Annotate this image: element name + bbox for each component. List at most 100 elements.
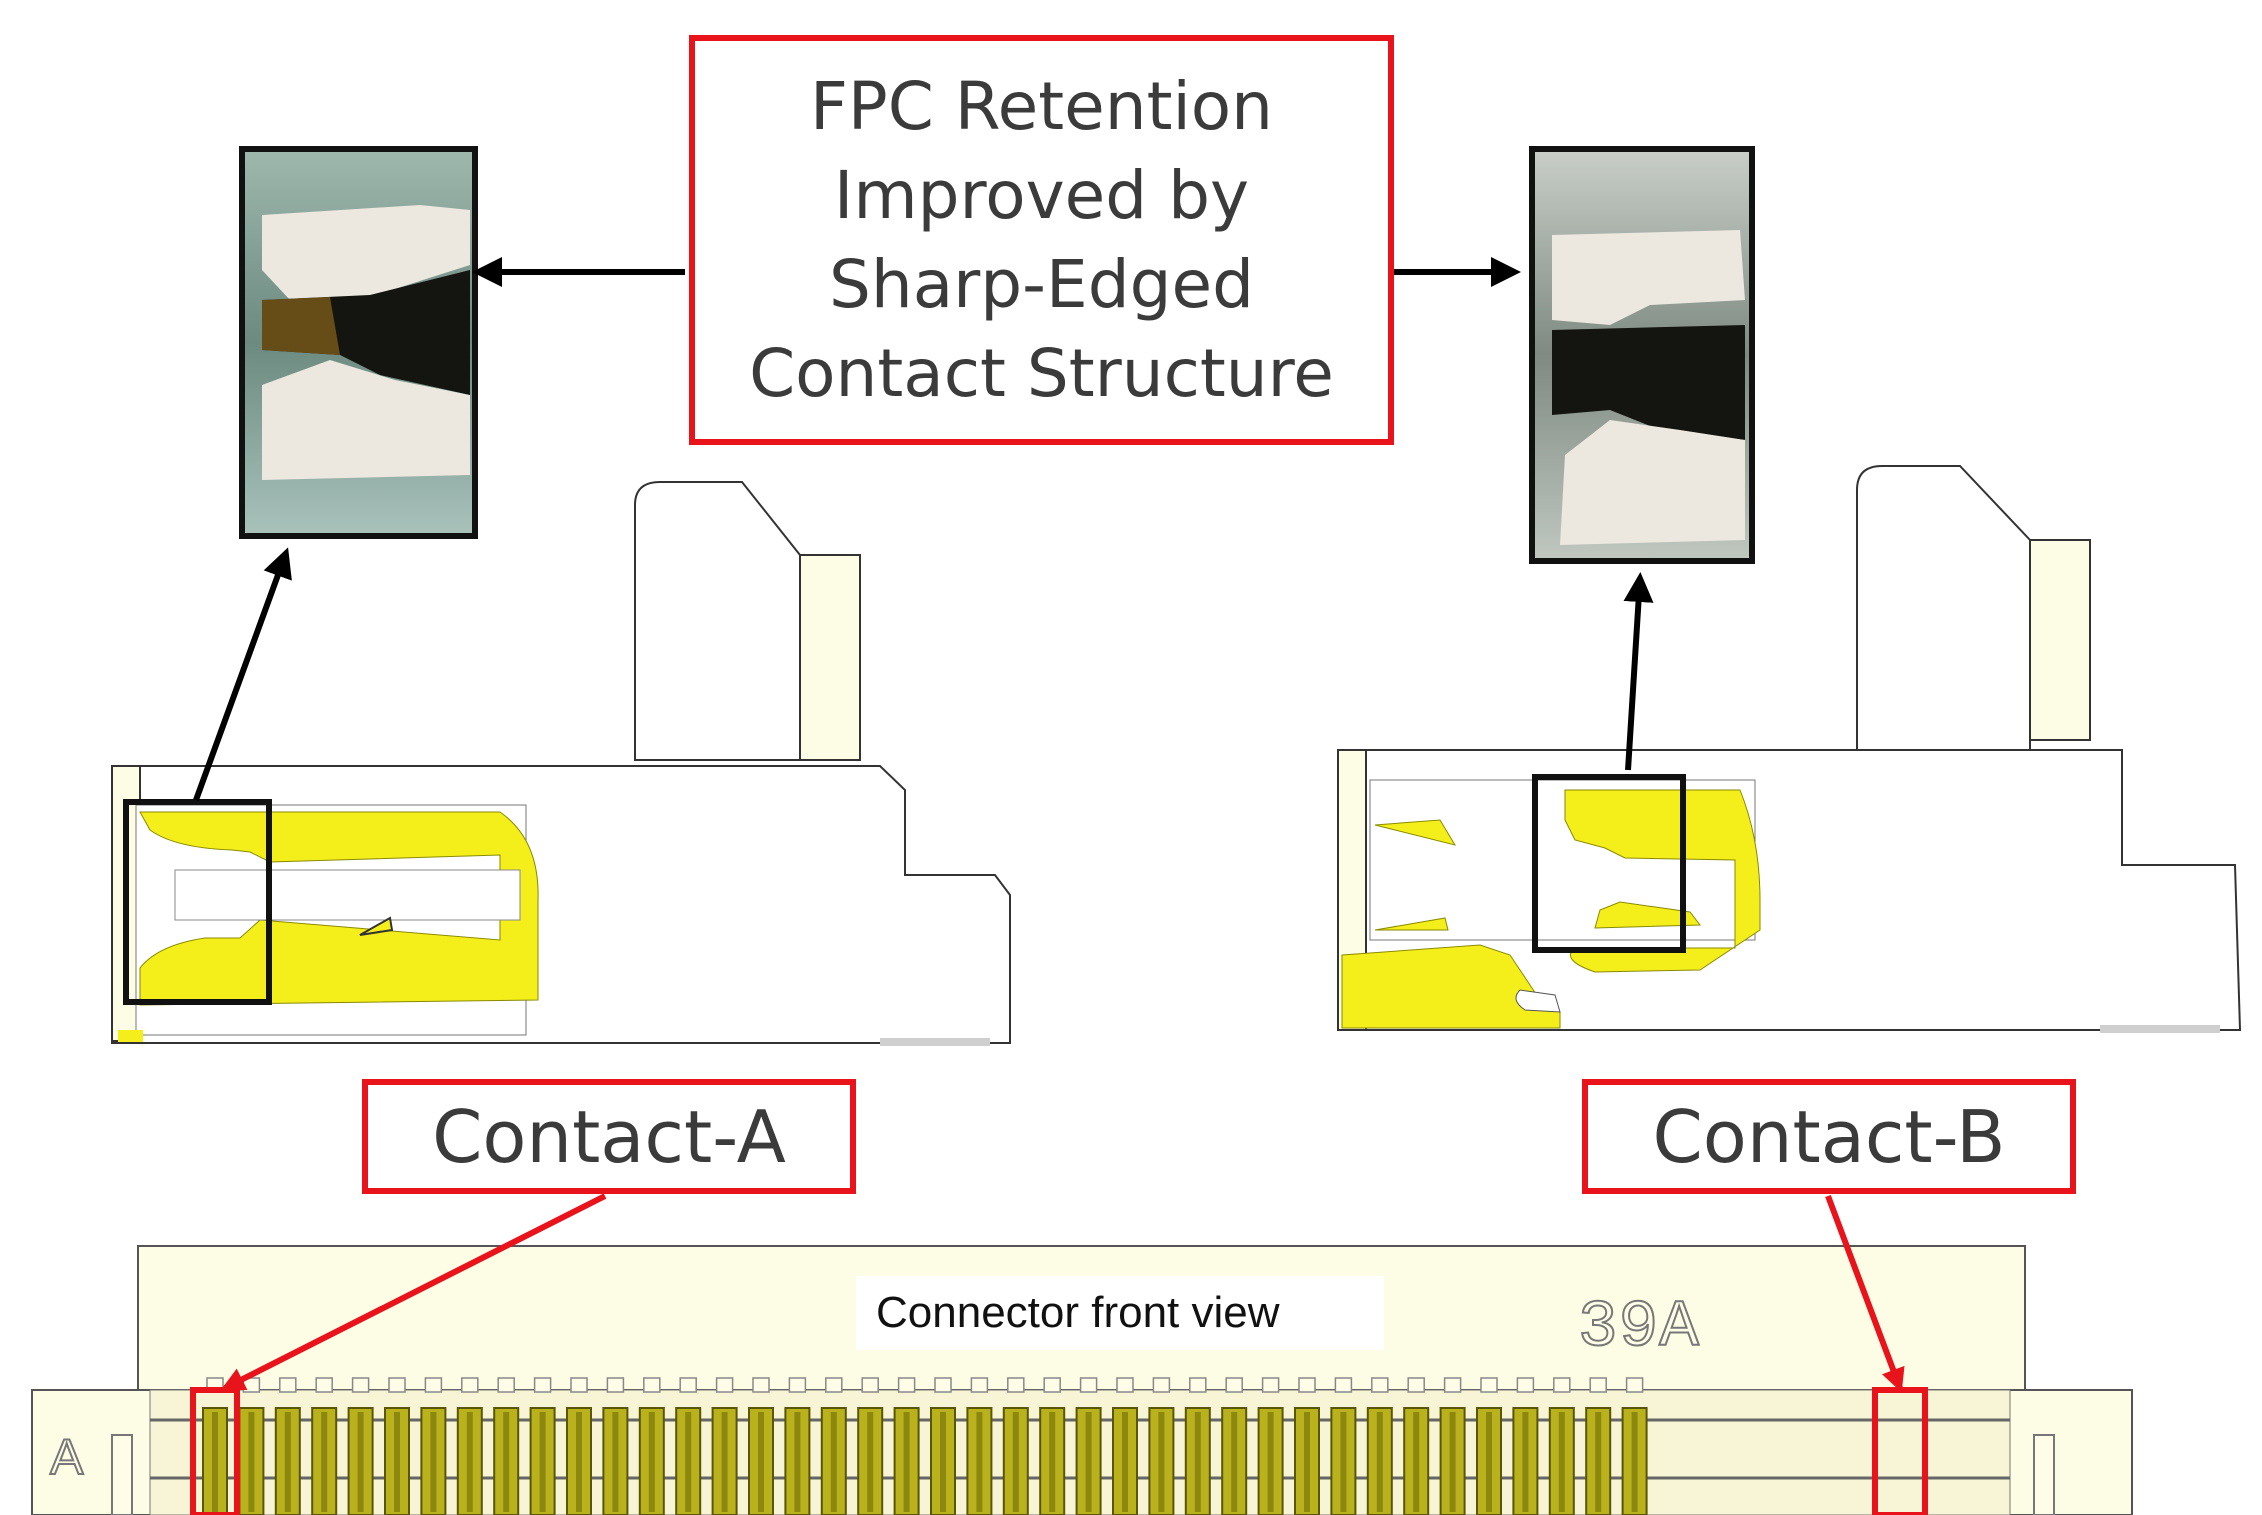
contact-pin-tab [1443, 1377, 1462, 1393]
contact-pin-slit [576, 1412, 582, 1512]
contact-pin-slit [1413, 1412, 1420, 1512]
contact-pin-tab [1625, 1377, 1644, 1393]
retention-callout-text: FPC Retention Improved by Sharp-Edged Co… [749, 68, 1334, 412]
contact-pin-tab [1553, 1377, 1571, 1393]
contact-pin-tab [1480, 1377, 1498, 1393]
contact-a-label-box: Contact-A [362, 1079, 856, 1194]
contact-pin-tab [897, 1377, 916, 1393]
arrow-side-a-to-photo [193, 547, 292, 802]
contact-pin-slit [1231, 1412, 1238, 1512]
contact-pin-tab [461, 1377, 479, 1393]
contact-pin-tab [1261, 1377, 1280, 1393]
contact-pin-tab [424, 1377, 443, 1393]
contact-pin-tab [788, 1377, 807, 1393]
contact-pin-tab [1116, 1377, 1134, 1393]
contact-pin-tab [497, 1377, 515, 1393]
contact-pin-tab [715, 1377, 734, 1393]
contact-pin-tab [1334, 1377, 1353, 1393]
contact-pin-slit [1085, 1412, 1092, 1512]
arrows-black [193, 257, 1654, 802]
contact-pin-slit [284, 1412, 291, 1512]
contact-pin-tab [934, 1377, 952, 1393]
contact-pin-slit [1049, 1412, 1056, 1512]
contact-pin-slit [539, 1412, 546, 1512]
contact-pin-slit [1267, 1412, 1274, 1512]
contact-a-highlight [190, 1387, 240, 1515]
micrograph-contact-b [1529, 146, 1755, 564]
retention-callout: FPC Retention Improved by Sharp-Edged Co… [689, 35, 1394, 445]
connector-front-view [31, 1245, 2133, 1515]
contact-pin-tab [351, 1377, 370, 1393]
contact-pin-tab [1043, 1377, 1061, 1393]
contact-pin-tab [1189, 1377, 1207, 1393]
side-view-contact-a [111, 481, 1011, 1046]
contact-pin-tab [825, 1377, 843, 1393]
contact-pin-tab [1407, 1377, 1425, 1393]
contact-pin-tab [861, 1377, 879, 1393]
row-marker: A [49, 1428, 84, 1486]
contact-pin-tab [1225, 1377, 1243, 1393]
contact-pin-slit [1631, 1412, 1638, 1512]
contact-pin-slit [794, 1412, 801, 1512]
contact-pin-tab [1298, 1377, 1316, 1393]
contact-pin-tab [752, 1377, 770, 1393]
contact-pin-tab [315, 1377, 333, 1393]
contact-pin-tab [1007, 1377, 1025, 1393]
contact-pin-slit [1158, 1412, 1165, 1512]
contact-pin-slit [1194, 1412, 1201, 1512]
front-view-label: Connector front view [856, 1276, 1384, 1350]
contact-pin-slit [612, 1412, 619, 1512]
contact-pin-tab [1371, 1377, 1389, 1393]
contact-pin-slit [940, 1412, 946, 1512]
contact-pin-slit [357, 1412, 364, 1512]
contact-pin-tab [279, 1377, 297, 1393]
contact-pin-tab [570, 1377, 588, 1393]
contact-pin-tab [679, 1377, 697, 1393]
contact-pin-row [202, 1377, 1648, 1515]
contact-pin-slit [1522, 1412, 1529, 1512]
contact-pin-slit [212, 1412, 218, 1512]
contact-pin-slit [503, 1412, 510, 1512]
contact-pin-slit [1122, 1412, 1128, 1512]
contact-pin-tab [1589, 1377, 1607, 1393]
contact-pin-slit [430, 1412, 437, 1512]
contact-pin-tab [1079, 1377, 1098, 1393]
contact-b-label-box: Contact-B [1582, 1079, 2076, 1194]
contact-pin-slit [321, 1412, 328, 1512]
contact-pin-slit [1012, 1412, 1019, 1512]
arrow-contact-a-label [220, 1193, 607, 1391]
contact-pin-slit [1558, 1412, 1565, 1512]
contact-pin-slit [903, 1412, 910, 1512]
contact-pin-tab [970, 1377, 989, 1393]
contact-pin-slit [976, 1412, 983, 1512]
contact-pin-slit [758, 1412, 764, 1512]
contact-pin-tab [606, 1377, 625, 1393]
contact-pin-slit [394, 1412, 400, 1512]
contact-pin-slit [648, 1412, 655, 1512]
contact-pin-tab [1152, 1377, 1171, 1393]
contact-pin-slit [1486, 1412, 1492, 1512]
contact-pin-slit [721, 1412, 728, 1512]
micrograph-contact-a [239, 146, 478, 539]
side-view-contact-b [1337, 465, 2242, 1033]
arrow-contact-b-label [1825, 1194, 1905, 1393]
contact-b-label: Contact-B [1652, 1094, 2006, 1179]
contact-pin-slit [1340, 1412, 1347, 1512]
contact-pin-slit [1595, 1412, 1602, 1512]
contact-pin-tab [388, 1377, 406, 1393]
contact-pin-slit [1449, 1412, 1456, 1512]
contact-pin-slit [867, 1412, 874, 1512]
contact-pin-tab [1516, 1377, 1535, 1393]
arrows-red [220, 1193, 1905, 1393]
contact-pin-slit [685, 1412, 692, 1512]
contact-pin-slit [830, 1412, 837, 1512]
part-code: 39A [1577, 1289, 1700, 1366]
contact-pin-slit [1304, 1412, 1310, 1512]
arrow-side-b-to-photo [1623, 572, 1654, 771]
contact-pin-slit [248, 1412, 255, 1512]
contact-a-label: Contact-A [432, 1094, 786, 1179]
contact-pin-slit [1376, 1412, 1383, 1512]
contact-pin-tab [643, 1377, 661, 1393]
contact-pin-slit [466, 1412, 473, 1512]
